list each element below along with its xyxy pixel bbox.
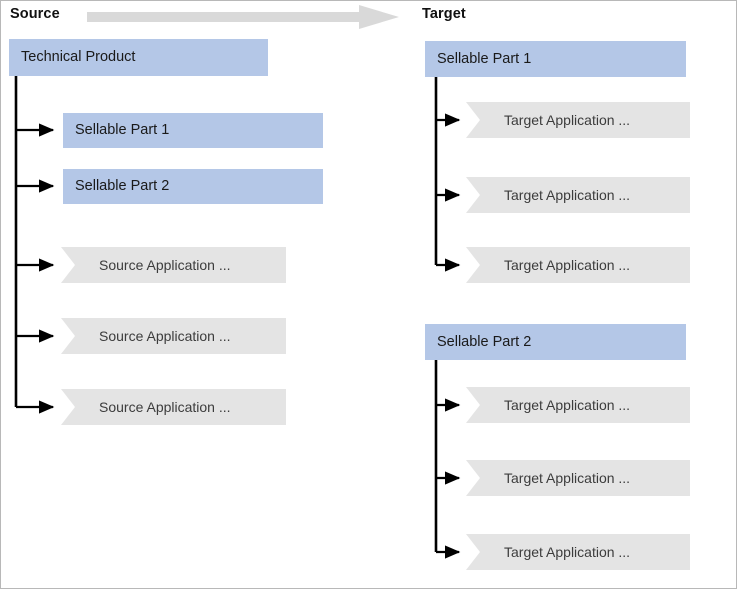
node-label: Source Application ...	[99, 257, 231, 273]
node-target-application-2[interactable]: Target Application ...	[466, 177, 690, 213]
node-label: Sellable Part 2	[437, 333, 532, 350]
node-source-application-2[interactable]: Source Application ...	[61, 318, 286, 354]
node-source-application-3[interactable]: Source Application ...	[61, 389, 286, 425]
node-target-application-6[interactable]: Target Application ...	[466, 534, 690, 570]
node-target-application-1[interactable]: Target Application ...	[466, 102, 690, 138]
node-label: Target Application ...	[504, 187, 631, 203]
node-label: Sellable Part 1	[437, 50, 532, 67]
node-label: Target Application ...	[504, 112, 631, 128]
node-label: Target Application ...	[504, 470, 631, 486]
node-source-sellable-part-1[interactable]: Sellable Part 1	[63, 113, 323, 148]
node-target-application-4[interactable]: Target Application ...	[466, 387, 690, 423]
source-to-target-flow-arrow-icon	[87, 5, 399, 29]
node-label: Target Application ...	[504, 257, 631, 273]
node-target-sellable-part-1[interactable]: Sellable Part 1	[425, 41, 686, 77]
node-technical-product[interactable]: Technical Product	[9, 39, 268, 76]
node-source-application-1[interactable]: Source Application ...	[61, 247, 286, 283]
source-column-heading: Source	[10, 6, 60, 22]
node-label: Target Application ...	[504, 397, 631, 413]
node-target-application-5[interactable]: Target Application ...	[466, 460, 690, 496]
node-label: Source Application ...	[99, 328, 231, 344]
node-source-sellable-part-2[interactable]: Sellable Part 2	[63, 169, 323, 204]
node-label: Technical Product	[21, 49, 136, 66]
node-label: Sellable Part 1	[75, 122, 170, 139]
node-label: Sellable Part 2	[75, 178, 170, 195]
node-label: Target Application ...	[504, 544, 631, 560]
node-target-application-3[interactable]: Target Application ...	[466, 247, 690, 283]
target-column-heading: Target	[422, 6, 466, 22]
node-target-sellable-part-2[interactable]: Sellable Part 2	[425, 324, 686, 360]
node-label: Source Application ...	[99, 399, 231, 415]
